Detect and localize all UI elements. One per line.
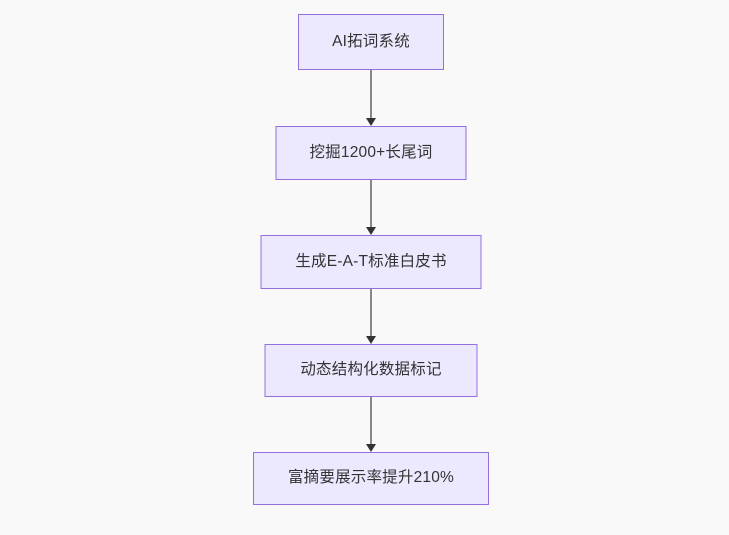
edge-line-icon (370, 70, 372, 118)
edge-line-icon (370, 289, 372, 336)
flow-node-label: AI拓词系统 (332, 32, 410, 50)
flow-node-n5[interactable]: 富摘要展示率提升210% (253, 452, 489, 505)
flow-node-n1[interactable]: AI拓词系统 (298, 14, 444, 70)
edge-line-icon (370, 180, 372, 227)
flow-node-label: 生成E-A-T标准白皮书 (295, 252, 447, 270)
flow-node-label: 动态结构化数据标记 (300, 361, 442, 379)
flow-edge-n3-to-n4 (364, 289, 378, 344)
arrow-down-icon (366, 227, 376, 235)
edge-line-icon (370, 397, 372, 444)
arrow-down-icon (366, 336, 376, 344)
flow-edge-n2-to-n3 (364, 180, 378, 235)
flow-node-label: 挖掘1200+长尾词 (309, 143, 433, 161)
arrow-down-icon (366, 118, 376, 126)
flow-node-n3[interactable]: 生成E-A-T标准白皮书 (260, 235, 482, 289)
flow-edge-n1-to-n2 (364, 70, 378, 126)
flow-node-label: 富摘要展示率提升210% (287, 469, 455, 487)
flow-node-n2[interactable]: 挖掘1200+长尾词 (275, 126, 467, 180)
flow-edge-n4-to-n5 (364, 397, 378, 452)
flow-node-n4[interactable]: 动态结构化数据标记 (264, 344, 478, 397)
arrow-down-icon (366, 444, 376, 452)
